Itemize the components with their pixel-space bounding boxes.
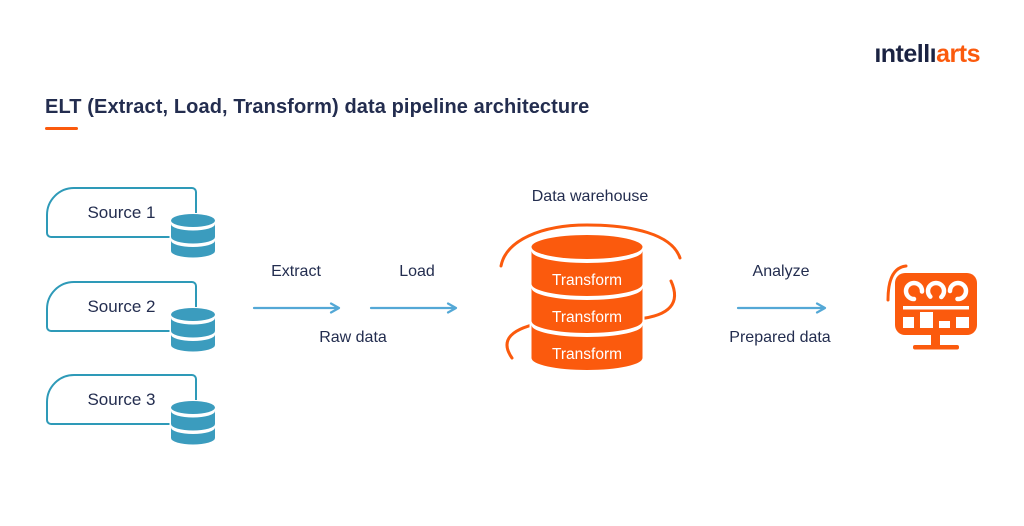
rotation-arc-top bbox=[499, 223, 682, 268]
source-node-2: Source 2 bbox=[46, 281, 217, 353]
gauge-ring-icon bbox=[925, 280, 947, 302]
logo-text-dark: ıntellı bbox=[874, 40, 937, 68]
raw-data-label: Raw data bbox=[319, 329, 387, 346]
database-cylinder-icon bbox=[169, 307, 217, 353]
prepared-data-label: Prepared data bbox=[729, 329, 831, 346]
analytics-dashboard-monitor-icon bbox=[886, 264, 977, 350]
transform-label-3: Transform bbox=[552, 346, 622, 363]
intelliarts-logo: ıntellıarts bbox=[874, 40, 980, 69]
rotation-arc-right bbox=[636, 279, 677, 321]
source-label: Source 3 bbox=[87, 389, 156, 409]
monitor-stand bbox=[931, 332, 940, 346]
dashboard-accent-arc bbox=[886, 264, 908, 302]
database-cylinder-icon bbox=[169, 213, 217, 259]
extract-label: Extract bbox=[271, 263, 321, 280]
warehouse-cylinder-rotation-icon: Transform Transform Transform bbox=[499, 223, 682, 372]
warehouse-title: Data warehouse bbox=[531, 188, 649, 205]
transform-label-1: Transform bbox=[552, 272, 622, 289]
logo-text-orange: arts bbox=[936, 40, 980, 68]
right-arrow-icon bbox=[252, 302, 341, 314]
bar-chart-bar bbox=[939, 321, 950, 328]
bar-chart-bar bbox=[920, 312, 933, 328]
source-node-3: Source 3 bbox=[46, 374, 217, 446]
source-node-1: Source 1 bbox=[46, 187, 217, 259]
source-label: Source 1 bbox=[87, 202, 156, 222]
monitor-base bbox=[913, 345, 959, 350]
transform-label-2: Transform bbox=[552, 309, 622, 326]
right-arrow-icon bbox=[736, 302, 827, 314]
source-label: Source 2 bbox=[87, 296, 156, 316]
dashboard-divider bbox=[903, 306, 969, 310]
page-title: ELT (Extract, Load, Transform) data pipe… bbox=[45, 96, 590, 118]
database-cylinder-icon bbox=[169, 400, 217, 446]
bar-chart-bar bbox=[903, 317, 914, 328]
analyze-label: Analyze bbox=[752, 263, 810, 280]
load-label: Load bbox=[399, 263, 435, 280]
gauge-ring-icon bbox=[903, 280, 925, 302]
bar-chart-bar bbox=[956, 317, 969, 328]
title-underline bbox=[45, 127, 78, 130]
right-arrow-icon bbox=[369, 302, 458, 314]
gauge-ring-icon bbox=[947, 280, 969, 302]
